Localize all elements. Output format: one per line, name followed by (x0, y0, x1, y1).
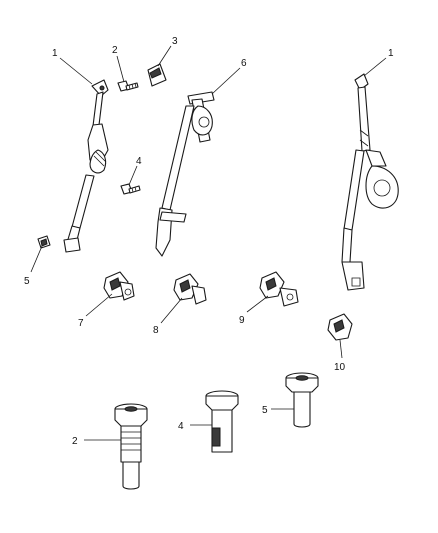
leader-1-left (59, 57, 93, 85)
callout-6: 6 (241, 58, 247, 69)
leader-lines (30, 45, 387, 441)
bolt-part-2-small[interactable] (117, 80, 139, 92)
callout-numbers: 1 2 3 6 1 4 5 7 8 9 10 2 4 5 (24, 36, 394, 447)
callout-9: 9 (239, 315, 245, 326)
leader-5-left (30, 245, 43, 273)
callout-4-bottom: 4 (178, 421, 184, 432)
leader-9 (246, 295, 269, 313)
callout-4-top: 4 (136, 156, 142, 167)
leader-6 (211, 67, 241, 95)
leader-1-right (363, 57, 387, 77)
callout-1-left: 1 (52, 48, 58, 59)
buckle-part-10[interactable] (327, 313, 353, 341)
buckle-part-7[interactable] (103, 271, 135, 301)
trim-cover-part-3[interactable] (147, 63, 167, 87)
callout-2-top: 2 (112, 45, 118, 56)
leader-10 (339, 339, 343, 359)
leader-8 (160, 297, 183, 324)
bolt-part-5-small[interactable] (37, 235, 51, 249)
bolt-part-4-small[interactable] (120, 183, 141, 195)
leader-4-top (128, 165, 138, 186)
callout-7: 7 (78, 318, 84, 329)
callout-10: 10 (334, 362, 346, 373)
seat-belt-assembly-left[interactable] (63, 79, 109, 253)
bolt-part-2-large[interactable] (114, 403, 148, 490)
bolt-part-5-large[interactable] (285, 372, 319, 428)
buckle-part-9[interactable] (259, 271, 299, 307)
leader-7 (85, 293, 113, 317)
leader-3 (157, 45, 172, 67)
callout-2-bottom: 2 (72, 436, 78, 447)
callout-8: 8 (153, 325, 159, 336)
bolt-part-4-large[interactable] (205, 390, 239, 453)
callout-5-left: 5 (24, 276, 30, 287)
callout-5-bottom: 5 (262, 405, 268, 416)
seat-belt-assembly-right[interactable] (341, 73, 399, 291)
leader-2-top (116, 55, 125, 83)
callout-3: 3 (172, 36, 178, 47)
callout-1-right: 1 (388, 48, 394, 59)
buckle-part-8[interactable] (173, 273, 207, 305)
seat-belt-assembly-center[interactable] (155, 91, 215, 257)
